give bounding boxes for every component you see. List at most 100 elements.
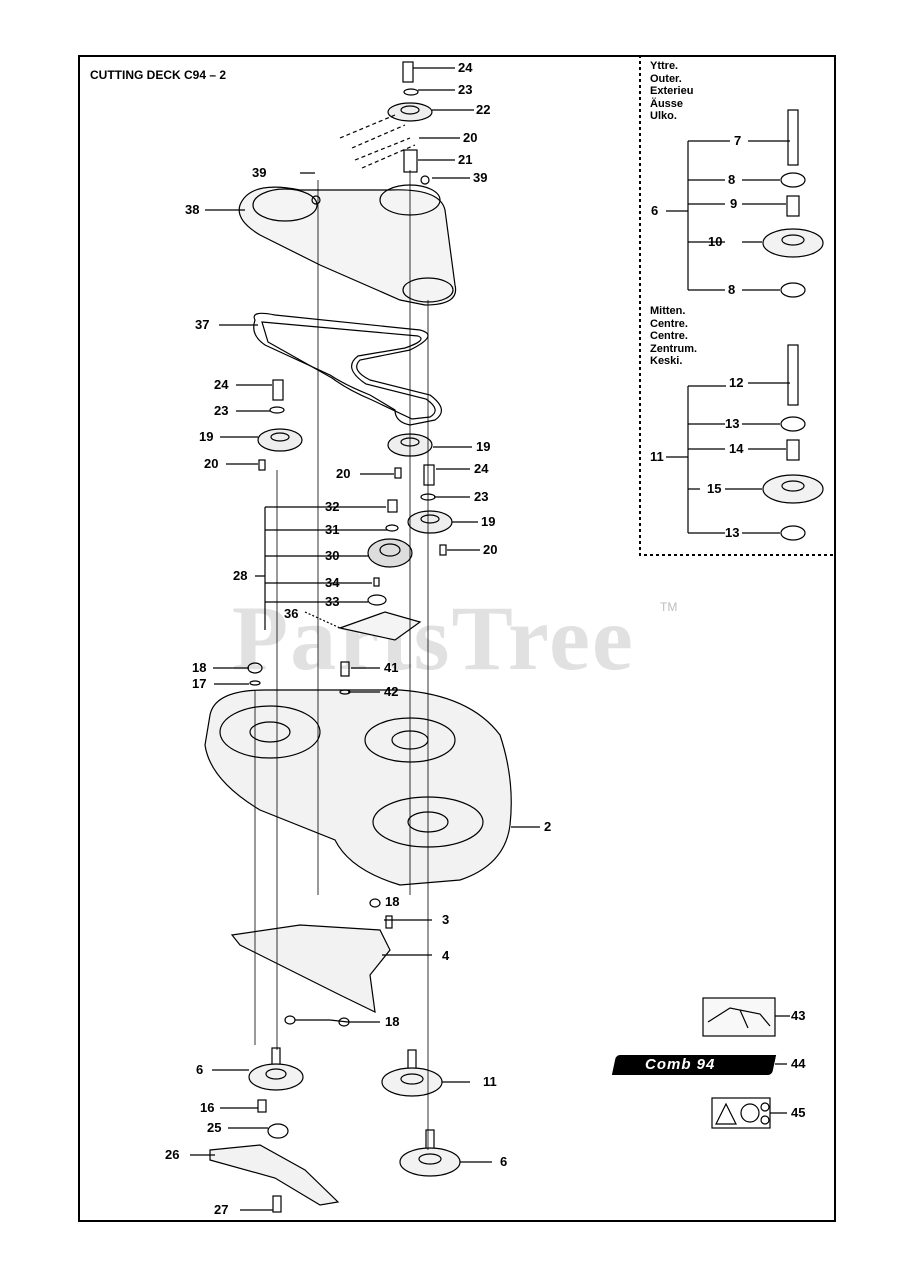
decal-44-label: Comb 94 (645, 1056, 716, 1073)
callout: 25 (207, 1120, 222, 1135)
pulley-19-right (407, 510, 453, 534)
bolt-24-top (402, 61, 414, 83)
callout: 2 (544, 819, 552, 834)
belt-cover-38 (238, 186, 457, 306)
pulley-22 (387, 102, 433, 122)
deck-bracket-4 (230, 924, 391, 1014)
callout: 24 (214, 377, 229, 392)
pulley-19-left (257, 428, 303, 452)
bearing-25 (267, 1123, 289, 1139)
lang-outer-de: Äusse (650, 97, 684, 110)
callout: 12 (729, 375, 744, 390)
callout: 20 (204, 456, 219, 471)
lang-outer-en: Outer. (650, 72, 682, 85)
callout: 21 (458, 152, 473, 167)
callout: 17 (192, 676, 207, 691)
drive-belt-37 (253, 312, 442, 426)
nut-18-deck (247, 662, 263, 674)
callout: 19 (199, 429, 214, 444)
callout: 43 (791, 1008, 806, 1023)
callout: 34 (325, 575, 340, 590)
inset-bearing-13-top (780, 416, 806, 432)
washer-31 (385, 524, 399, 532)
callout: 44 (791, 1056, 806, 1071)
callout: 13 (725, 416, 740, 431)
callout: 31 (325, 522, 340, 537)
callout: 24 (458, 60, 473, 75)
callout: 16 (200, 1100, 215, 1115)
callout: 3 (442, 912, 450, 927)
callout: 36 (284, 606, 299, 621)
callout: 30 (325, 548, 340, 563)
callout: 6 (500, 1154, 508, 1169)
key-20-left (258, 459, 266, 471)
inset-border (639, 55, 836, 556)
callout: 39 (252, 165, 267, 180)
callout: 19 (476, 439, 491, 454)
callout: 15 (707, 481, 722, 496)
callout: 20 (463, 130, 478, 145)
callout: 26 (165, 1147, 180, 1162)
spindle-6-left (248, 1063, 304, 1091)
callout: 20 (336, 466, 351, 481)
washer-23-left (269, 406, 285, 414)
lang-center-fi: Keski. (650, 355, 683, 368)
callout: 28 (233, 568, 248, 583)
callout: 41 (384, 660, 399, 675)
inset-housing-15 (762, 474, 824, 504)
inset-bearing-13-bottom (780, 525, 806, 541)
callout: 37 (195, 317, 210, 332)
bolt-32 (387, 499, 398, 513)
callout: 24 (474, 461, 489, 476)
spindle-6-right (399, 1147, 461, 1177)
lang-outer-fi: Ulko. (650, 110, 677, 123)
inset-shaft-12 (787, 344, 799, 406)
callout: 18 (385, 1014, 400, 1029)
lang-outer-fr: Exterieu (650, 85, 694, 98)
blade-26 (209, 1144, 340, 1206)
callout: 20 (483, 542, 498, 557)
diagram-title: CUTTING DECK C94 – 2 (90, 68, 227, 82)
callout: 23 (458, 82, 473, 97)
washer-17 (249, 680, 261, 686)
callout: 45 (791, 1105, 806, 1120)
callout: 23 (474, 489, 489, 504)
bolt-24-left (272, 379, 284, 401)
inset-bearing-8-top (780, 172, 806, 188)
bolt-16 (257, 1099, 267, 1113)
bolt-24-right (423, 464, 435, 486)
callout: 13 (725, 525, 740, 540)
bolt-41 (340, 661, 350, 677)
bearing-33 (367, 594, 387, 606)
callout: 39 (473, 170, 488, 185)
spindle-11 (381, 1067, 443, 1097)
bolt-27 (272, 1195, 282, 1213)
callout: 32 (325, 499, 340, 514)
watermark: PartsTree (232, 587, 635, 689)
inset-spacer-9 (786, 195, 800, 217)
spring-36 (304, 611, 341, 629)
callout: 33 (325, 594, 340, 609)
callout: 4 (442, 948, 450, 963)
lang-outer-label: Yttre. Outer. Exterieu Äusse Ulko. (650, 60, 693, 123)
decal-43 (702, 997, 776, 1037)
callout: 38 (185, 202, 200, 217)
callout: 8 (728, 282, 736, 297)
lang-center-fr: Centre. (650, 330, 688, 343)
callout: 11 (650, 449, 664, 464)
callout: 42 (384, 684, 399, 699)
callout: 27 (214, 1202, 229, 1217)
washer-23-top (403, 88, 419, 96)
callout: 19 (481, 514, 496, 529)
idler-pulley-30 (367, 538, 413, 568)
callout: 18 (385, 894, 400, 909)
mower-deck-2 (204, 689, 512, 886)
callout: 11 (483, 1074, 497, 1089)
lang-center-en: Centre. (650, 317, 688, 330)
lang-center-de: Zentrum. (650, 342, 698, 355)
inset-shaft-7 (787, 109, 799, 166)
key-20-right (439, 544, 447, 556)
nut-18-under (369, 898, 381, 908)
callout: 22 (476, 102, 491, 117)
idler-arm (337, 611, 422, 641)
